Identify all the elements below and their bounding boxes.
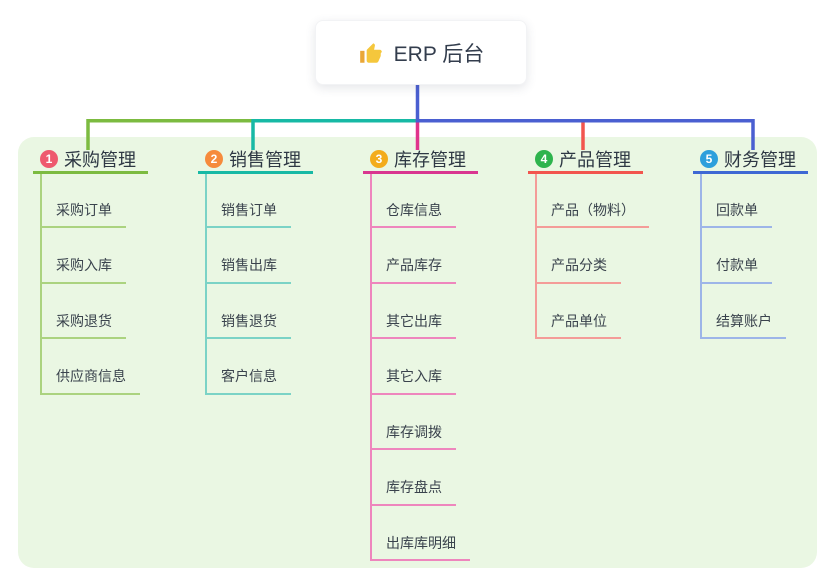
leaf-node[interactable]: 采购订单 — [40, 202, 126, 228]
leaf-node-row: 供应商信息 — [40, 339, 140, 395]
leaf-list: 产品（物料） 产品分类 产品单位 — [535, 174, 649, 339]
leaf-node[interactable]: 采购退货 — [40, 313, 126, 339]
branch-column: 3 库存管理 仓库信息 产品库存 其它出库 其它入库 库存调拨 库存盘点 出库库… — [363, 146, 513, 561]
branch-number-badge: 4 — [535, 149, 553, 168]
leaf-node-row: 产品（物料） — [535, 174, 649, 228]
leaf-node-row: 回款单 — [700, 174, 786, 228]
thumbs-up-icon — [359, 42, 382, 63]
branch-column: 5 财务管理 回款单 付款单 结算账户 — [693, 146, 839, 339]
leaf-node-row: 产品库存 — [370, 228, 470, 284]
branch-node[interactable]: 1 采购管理 — [33, 146, 148, 174]
leaf-node-row: 仓库信息 — [370, 174, 470, 228]
leaf-node[interactable]: 销售订单 — [205, 202, 291, 228]
branch-title: 销售管理 — [229, 149, 301, 170]
branches-panel — [18, 137, 817, 568]
leaf-node-row: 结算账户 — [700, 284, 786, 339]
branch-node[interactable]: 2 销售管理 — [198, 146, 313, 174]
branch-number-badge: 2 — [205, 149, 223, 168]
leaf-node[interactable]: 采购入库 — [40, 257, 126, 284]
leaf-node[interactable]: 其它出库 — [370, 313, 456, 339]
leaf-node[interactable]: 客户信息 — [205, 368, 291, 395]
branch-column: 1 采购管理 采购订单 采购入库 采购退货 供应商信息 — [33, 146, 183, 395]
leaf-node-row: 出库库明细 — [370, 506, 470, 561]
branch-column: 4 产品管理 产品（物料） 产品分类 产品单位 — [528, 146, 678, 339]
leaf-list: 仓库信息 产品库存 其它出库 其它入库 库存调拨 库存盘点 出库库明细 — [370, 174, 470, 561]
branch-number-badge: 3 — [370, 149, 388, 168]
leaf-node[interactable]: 库存盘点 — [370, 479, 456, 506]
leaf-node-row: 销售订单 — [205, 174, 291, 228]
leaf-node[interactable]: 产品（物料） — [535, 202, 649, 228]
leaf-node[interactable]: 其它入库 — [370, 368, 456, 395]
leaf-node[interactable]: 产品分类 — [535, 257, 621, 284]
leaf-node[interactable]: 产品单位 — [535, 313, 621, 339]
leaf-node[interactable]: 销售退货 — [205, 313, 291, 339]
branch-column: 2 销售管理 销售订单 销售出库 销售退货 客户信息 — [198, 146, 348, 395]
branch-title: 库存管理 — [394, 149, 466, 170]
leaf-list: 销售订单 销售出库 销售退货 客户信息 — [205, 174, 291, 395]
leaf-node[interactable]: 产品库存 — [370, 257, 456, 284]
branch-number-badge: 5 — [700, 149, 718, 168]
leaf-node-row: 采购入库 — [40, 228, 140, 284]
leaf-node-row: 其它入库 — [370, 339, 470, 395]
branch-title: 财务管理 — [724, 149, 796, 170]
root-node[interactable]: ERP 后台 — [315, 20, 527, 85]
leaf-node[interactable]: 仓库信息 — [370, 202, 456, 228]
leaf-node-row: 销售退货 — [205, 284, 291, 339]
leaf-node-row: 库存盘点 — [370, 450, 470, 506]
leaf-node[interactable]: 库存调拨 — [370, 424, 456, 450]
leaf-node-row: 客户信息 — [205, 339, 291, 395]
leaf-list: 回款单 付款单 结算账户 — [700, 174, 786, 339]
branch-node[interactable]: 4 产品管理 — [528, 146, 643, 174]
leaf-node-row: 产品单位 — [535, 284, 649, 339]
leaf-node[interactable]: 销售出库 — [205, 257, 291, 284]
branch-title: 产品管理 — [559, 149, 631, 170]
leaf-node-row: 库存调拨 — [370, 395, 470, 450]
branch-node[interactable]: 3 库存管理 — [363, 146, 478, 174]
leaf-node-row: 采购订单 — [40, 174, 140, 228]
branch-number-badge: 1 — [40, 149, 58, 168]
leaf-list: 采购订单 采购入库 采购退货 供应商信息 — [40, 174, 140, 395]
leaf-node-row: 付款单 — [700, 228, 786, 284]
branch-node[interactable]: 5 财务管理 — [693, 146, 808, 174]
leaf-node[interactable]: 回款单 — [700, 202, 772, 228]
leaf-node-row: 销售出库 — [205, 228, 291, 284]
leaf-node[interactable]: 出库库明细 — [370, 535, 470, 561]
branch-title: 采购管理 — [64, 149, 136, 170]
leaf-node-row: 采购退货 — [40, 284, 140, 339]
leaf-node-row: 产品分类 — [535, 228, 649, 284]
leaf-node[interactable]: 付款单 — [700, 257, 772, 284]
leaf-node[interactable]: 结算账户 — [700, 313, 786, 339]
leaf-node[interactable]: 供应商信息 — [40, 368, 140, 395]
root-title: ERP 后台 — [393, 42, 485, 66]
leaf-node-row: 其它出库 — [370, 284, 470, 339]
